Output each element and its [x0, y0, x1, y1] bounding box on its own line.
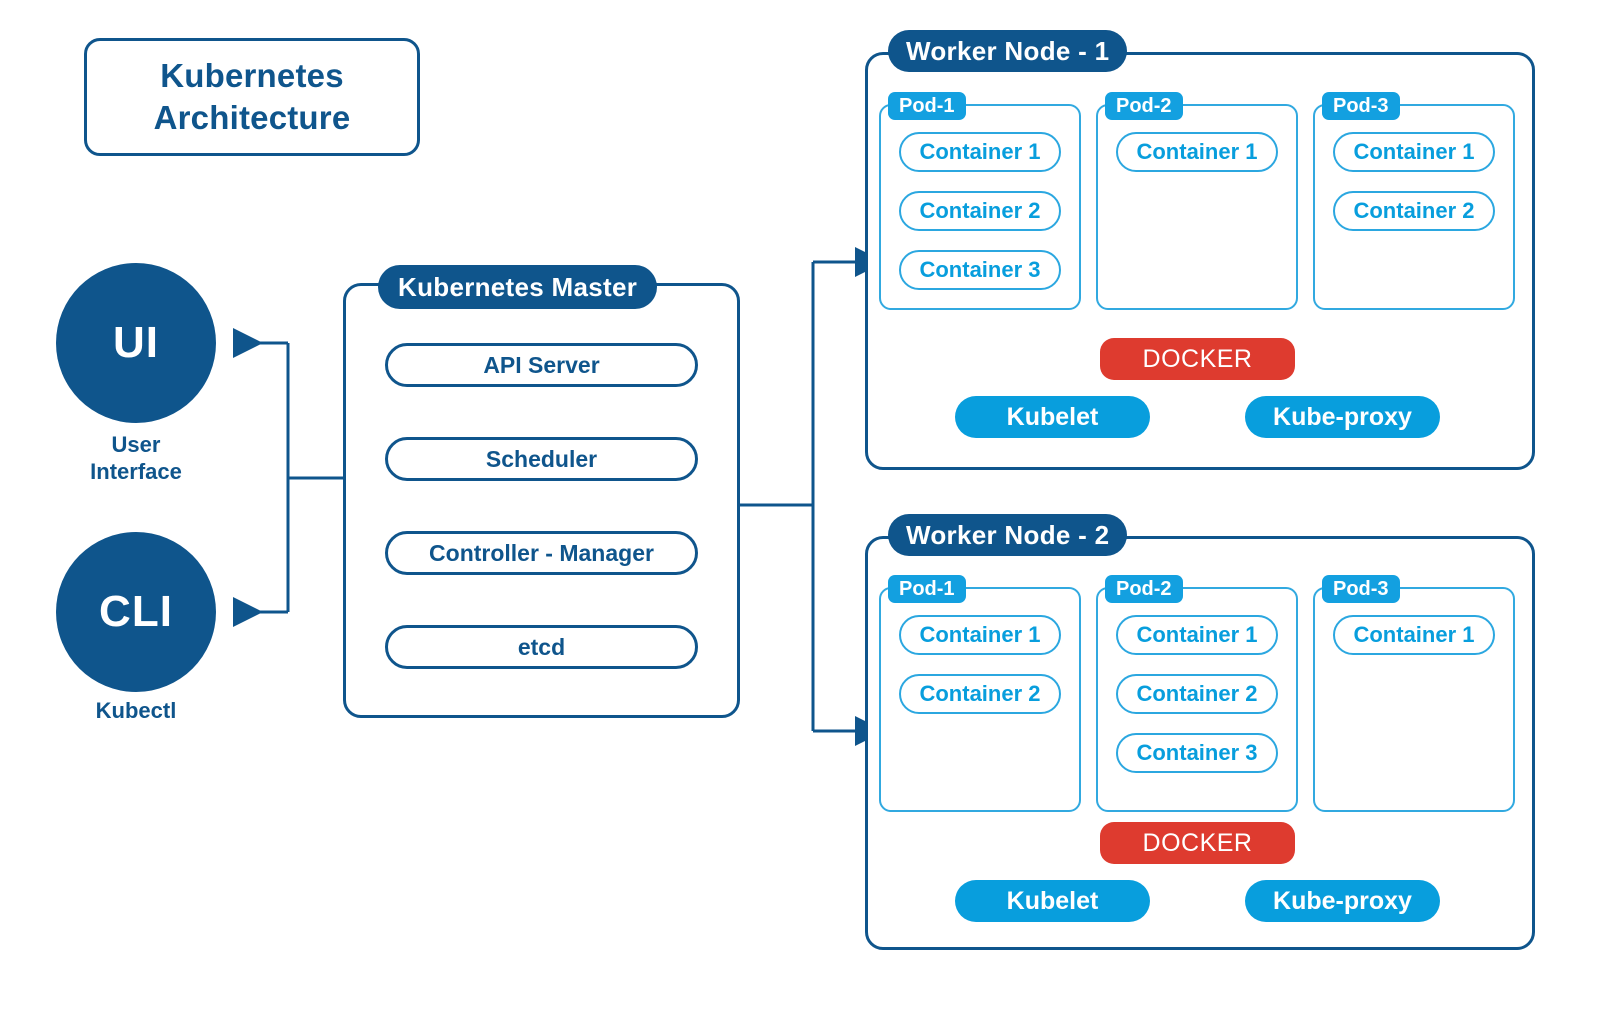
- master-item-scheduler[interactable]: Scheduler: [385, 437, 698, 481]
- container-label: Container 3: [1136, 740, 1258, 765]
- container-label: Container 1: [919, 622, 1041, 647]
- container-label: Container 2: [919, 681, 1041, 706]
- worker-2-pod-1-container-2[interactable]: Container 2: [899, 674, 1061, 714]
- client-cli-caption-line-1: Kubectl: [95, 698, 177, 723]
- worker-2-pod-1-label: Pod-1: [888, 575, 966, 603]
- agent-label: Kube-proxy: [1273, 886, 1412, 915]
- worker-1-pod-2-label: Pod-2: [1105, 92, 1183, 120]
- container-label: Container 2: [1136, 681, 1258, 706]
- kubernetes-master-header: Kubernetes Master: [378, 265, 658, 309]
- worker-2-pod-3-container-1[interactable]: Container 1: [1333, 615, 1495, 655]
- container-label: Container 1: [1353, 139, 1475, 164]
- worker-2-docker-pill[interactable]: DOCKER: [1100, 822, 1295, 864]
- worker-2-pod-2-label: Pod-2: [1105, 575, 1183, 603]
- worker-1-pod-1-container-1[interactable]: Container 1: [899, 132, 1061, 172]
- agent-label: Kube-proxy: [1273, 402, 1412, 431]
- master-item-label: Scheduler: [485, 445, 598, 472]
- worker-2-pod-1-container-1[interactable]: Container 1: [899, 615, 1061, 655]
- client-caption-ui: User Interface: [36, 432, 236, 486]
- title-line-2: Architecture: [153, 99, 351, 136]
- client-ui-caption-line-2: Interface: [90, 458, 182, 484]
- master-item-controller-manager[interactable]: Controller - Manager: [385, 531, 698, 575]
- worker-2-pod-2-container-3[interactable]: Container 3: [1116, 733, 1278, 773]
- container-label: Container 2: [1353, 198, 1475, 223]
- worker-2-kubelet-pill[interactable]: Kubelet: [955, 880, 1150, 922]
- master-item-label: etcd: [517, 633, 566, 660]
- worker-1-pod-1-label: Pod-1: [888, 92, 966, 120]
- agent-label: Kubelet: [1006, 402, 1099, 431]
- agent-label: Kubelet: [1006, 886, 1099, 915]
- worker-1-pod-3-container-1[interactable]: Container 1: [1333, 132, 1495, 172]
- client-ui-caption-line-1: User: [111, 432, 161, 457]
- client-ui-label: UI: [113, 318, 159, 367]
- container-label: Container 1: [919, 139, 1041, 164]
- worker-2-pod-2-container-1[interactable]: Container 1: [1116, 615, 1278, 655]
- master-item-label: Controller - Manager: [429, 539, 654, 566]
- worker-1-kubelet-pill[interactable]: Kubelet: [955, 396, 1150, 438]
- worker-node-1-header: Worker Node - 1: [888, 30, 1128, 72]
- worker-node-2-header: Worker Node - 2: [888, 514, 1128, 556]
- worker-1-pod-1-container-3[interactable]: Container 3: [899, 250, 1061, 290]
- worker-2-kube-proxy-pill[interactable]: Kube-proxy: [1245, 880, 1440, 922]
- client-caption-cli: Kubectl: [36, 698, 236, 725]
- docker-label: DOCKER: [1142, 828, 1253, 857]
- container-label: Container 1: [1136, 139, 1258, 164]
- worker-1-pod-1-container-2[interactable]: Container 2: [899, 191, 1061, 231]
- worker-1-pod-3-label: Pod-3: [1322, 92, 1400, 120]
- title-line-1: Kubernetes: [160, 56, 344, 94]
- worker-1-docker-pill[interactable]: DOCKER: [1100, 338, 1295, 380]
- worker-2-pod-2-container-2[interactable]: Container 2: [1116, 674, 1278, 714]
- worker-2-pod-3-label: Pod-3: [1322, 575, 1400, 603]
- master-item-api-server[interactable]: API Server: [385, 343, 698, 387]
- client-cli-label: CLI: [99, 587, 173, 636]
- container-label: Container 1: [1353, 622, 1475, 647]
- client-circle-cli[interactable]: CLI: [56, 532, 216, 692]
- diagram-title-card: Kubernetes Architecture: [84, 38, 420, 156]
- container-label: Container 1: [1136, 622, 1258, 647]
- client-circle-ui[interactable]: UI: [56, 263, 216, 423]
- master-item-etcd[interactable]: etcd: [385, 625, 698, 669]
- container-label: Container 2: [919, 198, 1041, 223]
- worker-1-pod-2-container-1[interactable]: Container 1: [1116, 132, 1278, 172]
- container-label: Container 3: [919, 257, 1041, 282]
- master-item-label: API Server: [483, 351, 600, 378]
- docker-label: DOCKER: [1142, 344, 1253, 373]
- worker-1-pod-3-container-2[interactable]: Container 2: [1333, 191, 1495, 231]
- worker-1-kube-proxy-pill[interactable]: Kube-proxy: [1245, 396, 1440, 438]
